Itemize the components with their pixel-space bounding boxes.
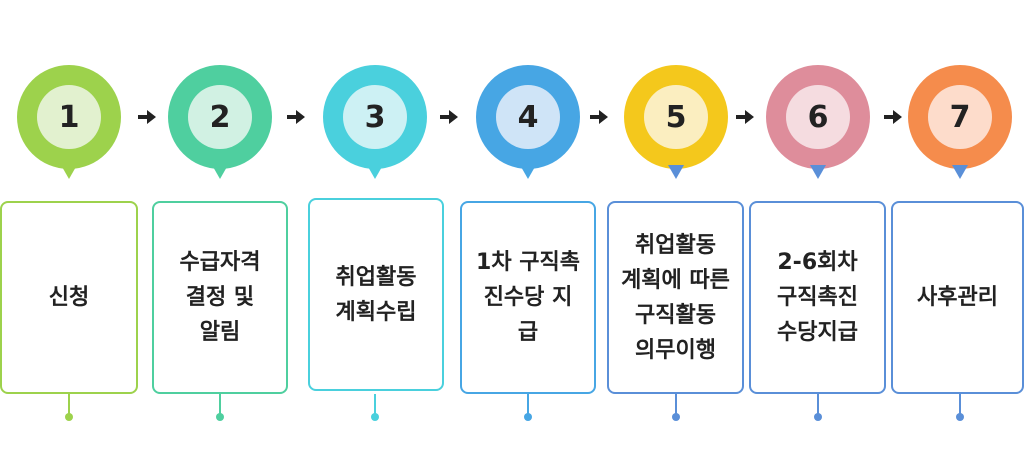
step-marker-circle: 7 — [908, 65, 1012, 169]
step-number: 4 — [496, 85, 560, 149]
step-connector-line — [959, 394, 961, 416]
step-marker-tip — [520, 165, 536, 179]
step-marker-tip — [810, 165, 826, 179]
step-label: 1차 구직촉 진수당 지 급 — [476, 250, 580, 345]
step-connector-dot — [672, 413, 680, 421]
step-marker-tip — [61, 165, 77, 179]
step-marker-circle: 3 — [323, 65, 427, 169]
step-marker-circle: 2 — [168, 65, 272, 169]
step-label: 신청 — [48, 285, 90, 310]
step-number: 6 — [786, 85, 850, 149]
step-connector-line — [817, 394, 819, 416]
arrow-right-icon — [590, 110, 608, 124]
step-number: 7 — [928, 85, 992, 149]
step-marker-circle: 1 — [17, 65, 121, 169]
step-marker-tip — [952, 165, 968, 179]
step-connector-line — [527, 394, 529, 416]
step-connector-dot — [524, 413, 532, 421]
step-box: 취업활동 계획에 따른 구직활동 의무이행 — [607, 201, 744, 394]
step-connector-line — [374, 394, 376, 416]
step-connector-line — [219, 394, 221, 416]
step-label: 사후관리 — [917, 285, 998, 310]
step-connector-line — [68, 394, 70, 416]
step-box: 신청 — [0, 201, 138, 394]
step-label: 취업활동 계획에 따른 구직활동 의무이행 — [621, 232, 730, 363]
step-box: 수급자격 결정 및 알림 — [152, 201, 288, 394]
step-marker-circle: 6 — [766, 65, 870, 169]
step-number: 5 — [644, 85, 708, 149]
step-label: 2-6회차 구직촉진 수당지급 — [777, 250, 858, 345]
step-connector-dot — [956, 413, 964, 421]
step-marker-tip — [668, 165, 684, 179]
step-connector-dot — [371, 413, 379, 421]
step-number: 2 — [188, 85, 252, 149]
arrow-right-icon — [884, 110, 902, 124]
step-marker-circle: 5 — [624, 65, 728, 169]
arrow-right-icon — [736, 110, 754, 124]
arrow-right-icon — [440, 110, 458, 124]
step-number: 1 — [37, 85, 101, 149]
step-marker-tip — [367, 165, 383, 179]
step-connector-dot — [65, 413, 73, 421]
step-connector-line — [675, 394, 677, 416]
step-marker-circle: 4 — [476, 65, 580, 169]
step-box: 1차 구직촉 진수당 지 급 — [460, 201, 596, 394]
step-connector-dot — [216, 413, 224, 421]
step-box: 2-6회차 구직촉진 수당지급 — [749, 201, 886, 394]
step-connector-dot — [814, 413, 822, 421]
arrow-right-icon — [138, 110, 156, 124]
arrow-right-icon — [287, 110, 305, 124]
step-number: 3 — [343, 85, 407, 149]
step-box: 취업활동 계획수립 — [308, 198, 444, 391]
step-label: 취업활동 계획수립 — [335, 264, 417, 325]
step-box: 사후관리 — [891, 201, 1024, 394]
step-marker-tip — [212, 165, 228, 179]
step-label: 수급자격 결정 및 알림 — [179, 250, 261, 345]
